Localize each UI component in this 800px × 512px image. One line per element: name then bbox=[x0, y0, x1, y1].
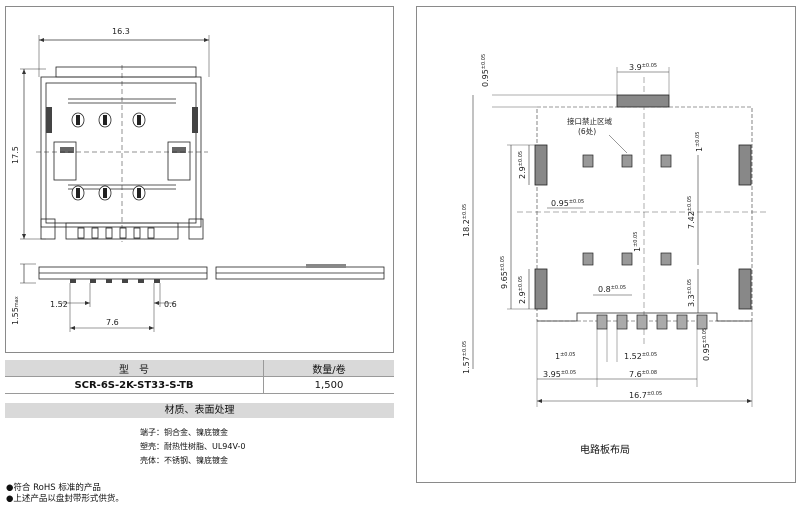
materials-list: 端子：铜合金、镍底镀金 塑壳：耐热性树脂、UL94V-0 壳体：不锈钢、镍底镀金 bbox=[140, 426, 245, 468]
pcb-caption: 电路板布局 bbox=[580, 445, 630, 456]
dim-inner-height: 9.65±0.05 bbox=[500, 256, 509, 289]
keepout-squares bbox=[582, 154, 672, 266]
dim-contact-size-upper: 1±0.05 bbox=[695, 132, 704, 152]
dim-bottom-pad-width: 1±0.05 bbox=[555, 352, 575, 361]
bottom-terminals bbox=[77, 227, 155, 239]
dim-contact-horizontal: 0.8±0.05 bbox=[598, 285, 626, 294]
quantity: 1,500 bbox=[263, 376, 394, 394]
dim-bottom-right-offset: 0.95±0.05 bbox=[702, 328, 711, 361]
contact-holes bbox=[71, 112, 146, 201]
note-rohs: ●符合 RoHS 标准的产品 bbox=[6, 483, 101, 493]
header-qty: 数量/卷 bbox=[263, 360, 394, 377]
mechanical-drawing: 16.3 17.5 bbox=[11, 27, 385, 332]
width-dimension: 16.3 bbox=[112, 27, 130, 36]
note-packaging: ●上述产品以盘封带形式供货。 bbox=[6, 494, 124, 504]
dim-contact-size-lower: 1±0.05 bbox=[633, 232, 642, 252]
spec-table: 型 号 数量/卷 SCR-6S-2K-ST33-S-TB 1,500 bbox=[5, 360, 394, 394]
side-height-dimension: 1.55max bbox=[11, 296, 20, 325]
pcb-layout-drawing: 接口禁止区域 (6处) 3.9±0.05 0.95±0.05 18.2±0.05… bbox=[462, 54, 767, 407]
dim-bottom-pitch: 1.52±0.05 bbox=[624, 352, 657, 361]
header-model: 型 号 bbox=[5, 360, 264, 377]
dim-bottom-left-edge: 3.95±0.05 bbox=[543, 370, 576, 379]
dim-top-offset: 0.95±0.05 bbox=[481, 54, 490, 87]
pcb-layout-panel: 接口禁止区域 (6处) 3.9±0.05 0.95±0.05 18.2±0.05… bbox=[416, 6, 796, 483]
dim-bottom-side-pad: 2.9±0.05 bbox=[518, 276, 527, 304]
dim-pad-offset: 0.95±0.05 bbox=[551, 199, 584, 208]
connector-top-view bbox=[36, 65, 208, 242]
material-shell: 壳体：不锈钢、镍底镀金 bbox=[140, 456, 228, 465]
model-number: SCR-6S-2K-ST33-S-TB bbox=[5, 376, 264, 394]
pitch-dimension: 1.52 bbox=[50, 300, 68, 309]
dim-side-pad-height: 2.9±0.05 bbox=[518, 151, 527, 179]
dim-total-height: 18.2±0.05 bbox=[462, 204, 471, 237]
dim-top-pad-width: 3.9±0.05 bbox=[629, 63, 657, 72]
keepout-count: (6处) bbox=[578, 126, 596, 136]
dim-left-bottom-height: 1.57±0.05 bbox=[462, 341, 471, 374]
dim-right-offset: 3.3±0.05 bbox=[687, 279, 696, 307]
pcb-pads bbox=[534, 94, 752, 310]
bottom-contacts bbox=[596, 314, 708, 330]
dim-total-width: 16.7±0.05 bbox=[629, 391, 662, 400]
dim-contact-vertical: 7.42±0.05 bbox=[687, 196, 696, 229]
span-dimension: 7.6 bbox=[106, 318, 119, 327]
keepout-label: 接口禁止区域 bbox=[567, 116, 612, 126]
mechanical-drawing-panel: 16.3 17.5 bbox=[5, 6, 394, 353]
gap-dimension: 0.6 bbox=[164, 300, 177, 309]
materials-header: 材质、表面处理 bbox=[5, 403, 394, 418]
height-dimension: 17.5 bbox=[11, 146, 20, 164]
dim-bottom-span: 7.6±0.08 bbox=[629, 370, 657, 379]
connector-side-view bbox=[38, 264, 385, 283]
notes: ●符合 RoHS 标准的产品 ●上述产品以盘封带形式供货。 bbox=[6, 483, 124, 505]
material-housing: 塑壳：耐热性树脂、UL94V-0 bbox=[140, 442, 246, 451]
material-terminal: 端子：铜合金、镍底镀金 bbox=[140, 428, 228, 437]
